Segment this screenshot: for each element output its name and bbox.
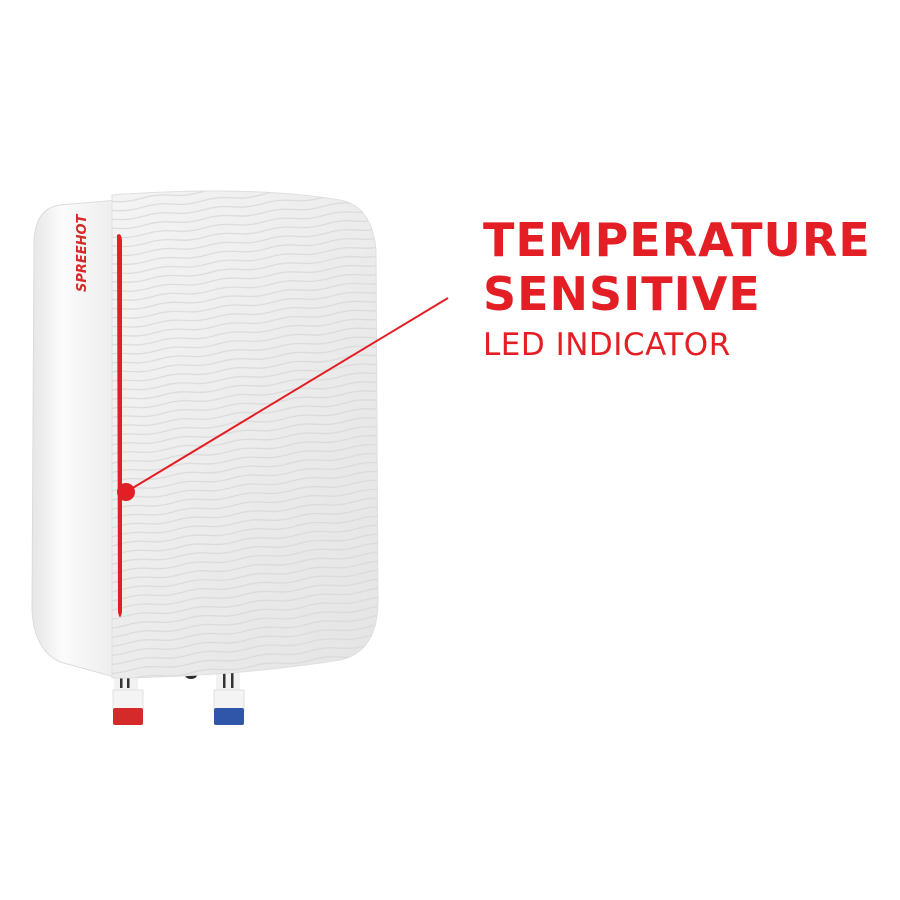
callout-title-line1: TEMPERATURE — [483, 213, 871, 267]
brand-logo: SPREEHOT — [75, 213, 90, 292]
callout-title-line2: SENSITIVE — [483, 267, 761, 321]
callout-pointer-line — [125, 297, 449, 493]
cold-water-inlet — [213, 672, 245, 725]
callout-pointer-dot — [117, 483, 135, 501]
callout-subtitle: LED INDICATOR — [483, 327, 731, 363]
svg-text:SPREEHOT: SPREEHOT — [75, 213, 90, 292]
led-indicator-strip — [117, 234, 122, 617]
hot-water-inlet — [112, 672, 144, 725]
feature-callout: TEMPERATURE SENSITIVE LED INDICATOR — [483, 213, 871, 367]
side-panel — [31, 199, 119, 679]
